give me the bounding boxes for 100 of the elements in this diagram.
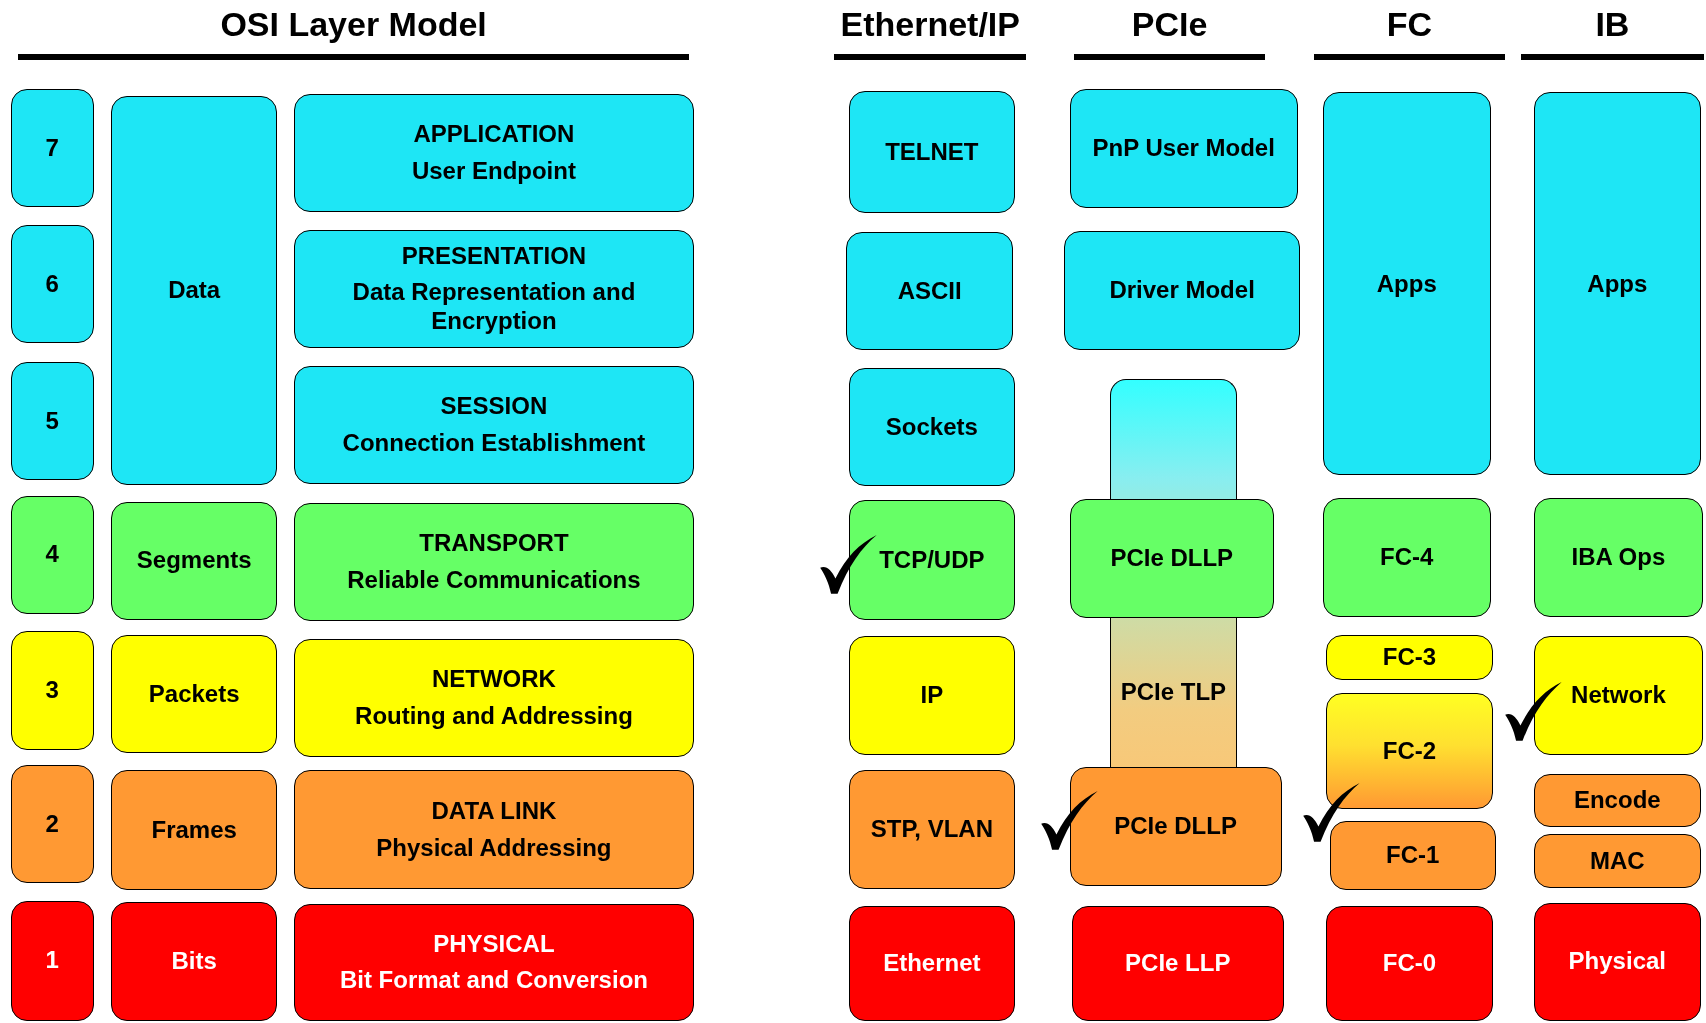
box-label: Bits [171,946,217,976]
layer-box [10,362,94,480]
layer-box [10,764,94,884]
layer-box [293,502,695,622]
box-label: FC-2 [1382,736,1437,766]
layer-box [1534,498,1703,617]
layer-box [1071,906,1284,1021]
box-label: TELNET [885,137,979,167]
layer-box [10,225,94,343]
column-heading: IB [1594,3,1631,45]
layer-box [1069,767,1282,886]
box-label: 7 [45,133,59,163]
box-label: User Endpoint [411,156,576,186]
box-label: PHYSICAL [433,929,555,959]
box-label: Connection Establishment [342,428,646,458]
box-label: Driver Model [1109,276,1255,305]
layer-box [848,770,1016,889]
layer-box [1534,773,1701,827]
box-label: PCIe LLP [1125,949,1231,978]
layer-box [848,906,1016,1021]
box-label: Physical Addressing [376,833,612,863]
layer-box [10,89,94,207]
layer-box [293,365,695,485]
box-label: FC-1 [1386,841,1440,871]
box-label: 2 [45,809,59,839]
layer-box [848,636,1016,756]
layer-box [110,95,278,486]
box-label: Encode [1573,785,1661,815]
layer-box [1326,635,1493,680]
column-heading: FC [1385,3,1434,45]
box-label: Segments [136,546,252,576]
box-label: Apps [1587,269,1648,299]
box-label: Physical [1568,947,1666,977]
layer-box [1109,616,1238,769]
box-label: PCIe DLLP [1114,811,1237,841]
box-label: TRANSPORT [419,529,569,558]
layer-box [848,367,1016,487]
box-label: Ethernet [883,949,981,978]
box-label: TCP/UDP [879,545,985,575]
box-label: PCIe DLLP [1110,544,1234,574]
layer-box [293,770,695,889]
layer-box [10,496,94,614]
layer-box [848,500,1016,621]
box-label: Sockets [885,412,978,442]
box-label: STP, VLAN [870,815,993,844]
box-label: Packets [148,679,240,709]
layer-box [10,900,94,1021]
box-label: APPLICATION [413,120,575,149]
box-label: 6 [45,269,59,299]
box-label: Network [1571,681,1666,711]
layer-box [1534,636,1703,756]
layer-box [10,631,94,750]
box-label: 5 [45,406,59,436]
box-label: Data [168,276,221,305]
layer-box [293,904,695,1021]
box-label: Data Representation and Encryption [351,278,637,337]
layer-box [1323,92,1491,476]
layer-box [1326,693,1493,810]
layer-box [1329,821,1496,890]
layer-box [846,231,1013,351]
column-heading: Ethernet/IP [839,3,1021,45]
box-label: 4 [45,540,59,570]
box-label: FC-3 [1382,643,1437,673]
layer-box [1534,834,1701,888]
layer-box [1326,906,1493,1021]
box-label: PRESENTATION [401,241,587,271]
box-label: PnP User Model [1092,134,1275,163]
box-label: Bit Format and Conversion [339,966,648,996]
layer-box [293,638,695,758]
layer-box [1323,498,1491,617]
layer-box [1069,499,1275,618]
layer-box [1534,903,1701,1021]
bar-segment [1109,378,1238,501]
box-label: Reliable Communications [347,565,641,595]
box-label: MAC [1589,846,1645,876]
box-label: PCIe TLP [1120,678,1227,707]
box-label: Routing and Addressing [355,701,633,731]
layer-box [293,93,695,213]
box-label: NETWORK [431,665,556,694]
layer-box [110,635,278,753]
layer-box [110,501,278,621]
column-heading: PCIe [1130,3,1209,45]
box-label: 1 [45,946,59,976]
box-label: IBA Ops [1571,543,1666,572]
box-label: Frames [151,815,237,845]
box-label: ASCII [897,276,962,306]
layer-box [110,901,278,1021]
layer-box [1069,89,1298,208]
box-label: IP [920,681,944,711]
layer-box [1534,92,1701,476]
column-heading: OSI Layer Model [219,3,488,45]
layer-box [1064,230,1301,351]
box-label: Apps [1376,269,1437,299]
box-label: DATA LINK [431,796,557,826]
box-label: FC-0 [1382,949,1437,978]
box-label: FC-4 [1380,543,1434,572]
layer-box [110,770,278,890]
box-label: SESSION [440,392,548,421]
layer-box [293,229,695,349]
box-label: 3 [45,675,59,705]
